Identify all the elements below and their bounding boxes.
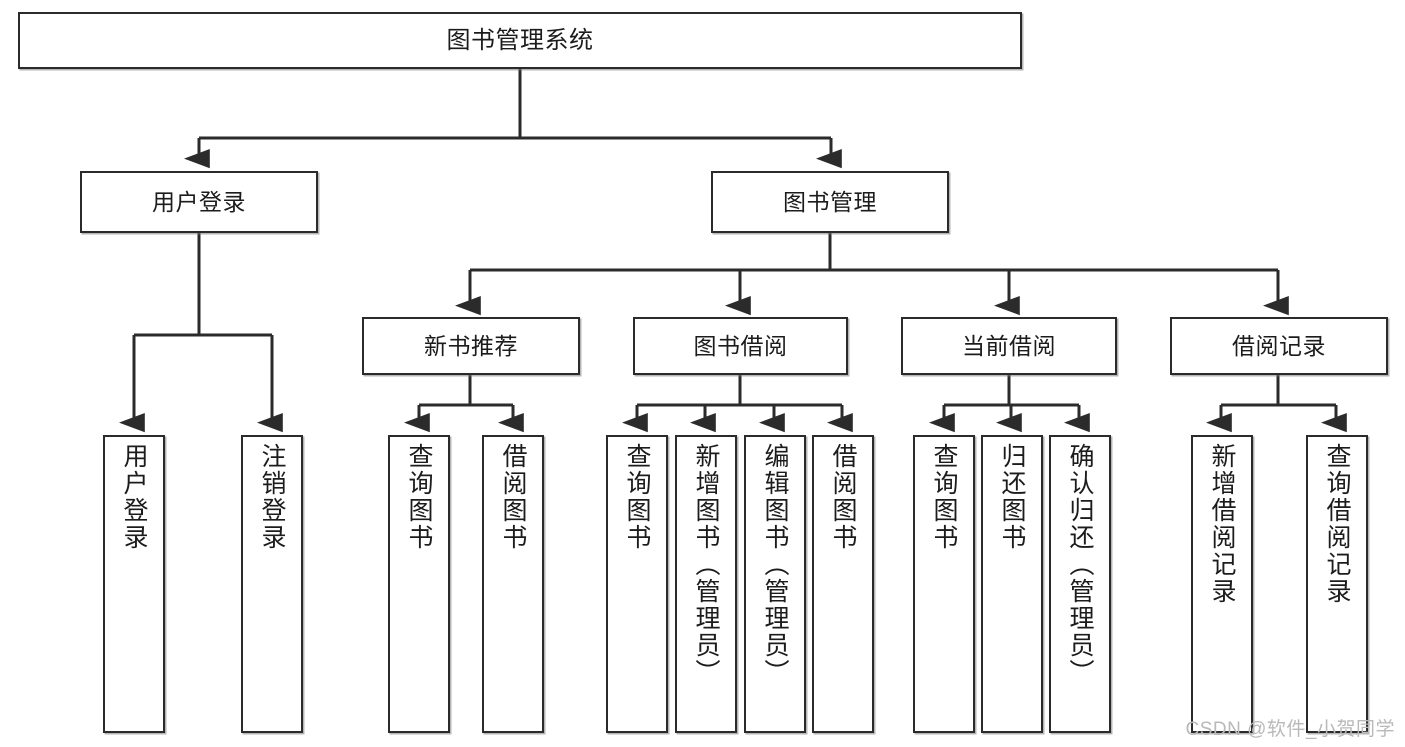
watermark: CSDN @软件_小贺同学 — [1185, 719, 1395, 740]
node-leaf-add-record-label: 新增借阅记录 — [1208, 443, 1236, 605]
node-borrow-record-label: 借阅记录 — [1232, 332, 1326, 359]
node-leaf-query-book-1[interactable]: 查询图书 — [388, 435, 450, 733]
node-leaf-borrow-book-1-label: 借阅图书 — [499, 443, 527, 551]
node-leaf-edit-book[interactable]: 编辑图书（管理员） — [744, 435, 806, 733]
node-book-manage-label: 图书管理 — [783, 188, 877, 215]
node-leaf-edit-book-label: 编辑图书（管理员） — [761, 443, 789, 686]
node-new-book-recommend-label: 新书推荐 — [424, 332, 518, 359]
node-leaf-query-book-3[interactable]: 查询图书 — [913, 435, 975, 733]
node-leaf-return-book[interactable]: 归还图书 — [981, 435, 1043, 733]
node-leaf-user-login-label: 用户登录 — [120, 443, 148, 551]
node-leaf-borrow-book-2-label: 借阅图书 — [829, 443, 857, 551]
node-leaf-query-record-label: 查询借阅记录 — [1323, 443, 1351, 605]
node-root[interactable]: 图书管理系统 — [18, 12, 1022, 69]
node-leaf-query-book-2[interactable]: 查询图书 — [606, 435, 668, 733]
node-leaf-return-book-label: 归还图书 — [998, 443, 1026, 551]
node-book-borrow-label: 图书借阅 — [693, 332, 788, 359]
node-new-book-recommend[interactable]: 新书推荐 — [362, 317, 580, 375]
node-leaf-add-book-label: 新增图书（管理员） — [692, 443, 720, 686]
node-leaf-user-login[interactable]: 用户登录 — [103, 435, 165, 733]
node-leaf-confirm-return-label: 确认归还（管理员） — [1066, 443, 1094, 686]
node-leaf-confirm-return[interactable]: 确认归还（管理员） — [1049, 435, 1111, 733]
node-book-manage[interactable]: 图书管理 — [711, 171, 949, 233]
node-book-borrow[interactable]: 图书借阅 — [633, 317, 848, 375]
node-leaf-query-record[interactable]: 查询借阅记录 — [1306, 435, 1368, 733]
node-root-label: 图书管理系统 — [446, 26, 594, 54]
node-leaf-logout-login[interactable]: 注销登录 — [241, 435, 303, 733]
node-current-borrow[interactable]: 当前借阅 — [901, 317, 1117, 375]
node-leaf-borrow-book-2[interactable]: 借阅图书 — [812, 435, 874, 733]
node-borrow-record[interactable]: 借阅记录 — [1170, 317, 1388, 375]
node-leaf-query-book-2-label: 查询图书 — [623, 443, 651, 551]
node-leaf-query-book-3-label: 查询图书 — [930, 443, 958, 551]
node-leaf-add-record[interactable]: 新增借阅记录 — [1191, 435, 1253, 733]
node-current-borrow-label: 当前借阅 — [962, 332, 1056, 359]
node-leaf-logout-login-label: 注销登录 — [258, 443, 286, 551]
node-user-login[interactable]: 用户登录 — [80, 171, 318, 233]
node-user-login-label: 用户登录 — [152, 188, 246, 215]
node-leaf-add-book[interactable]: 新增图书（管理员） — [675, 435, 737, 733]
node-leaf-query-book-1-label: 查询图书 — [405, 443, 433, 551]
node-leaf-borrow-book-1[interactable]: 借阅图书 — [482, 435, 544, 733]
